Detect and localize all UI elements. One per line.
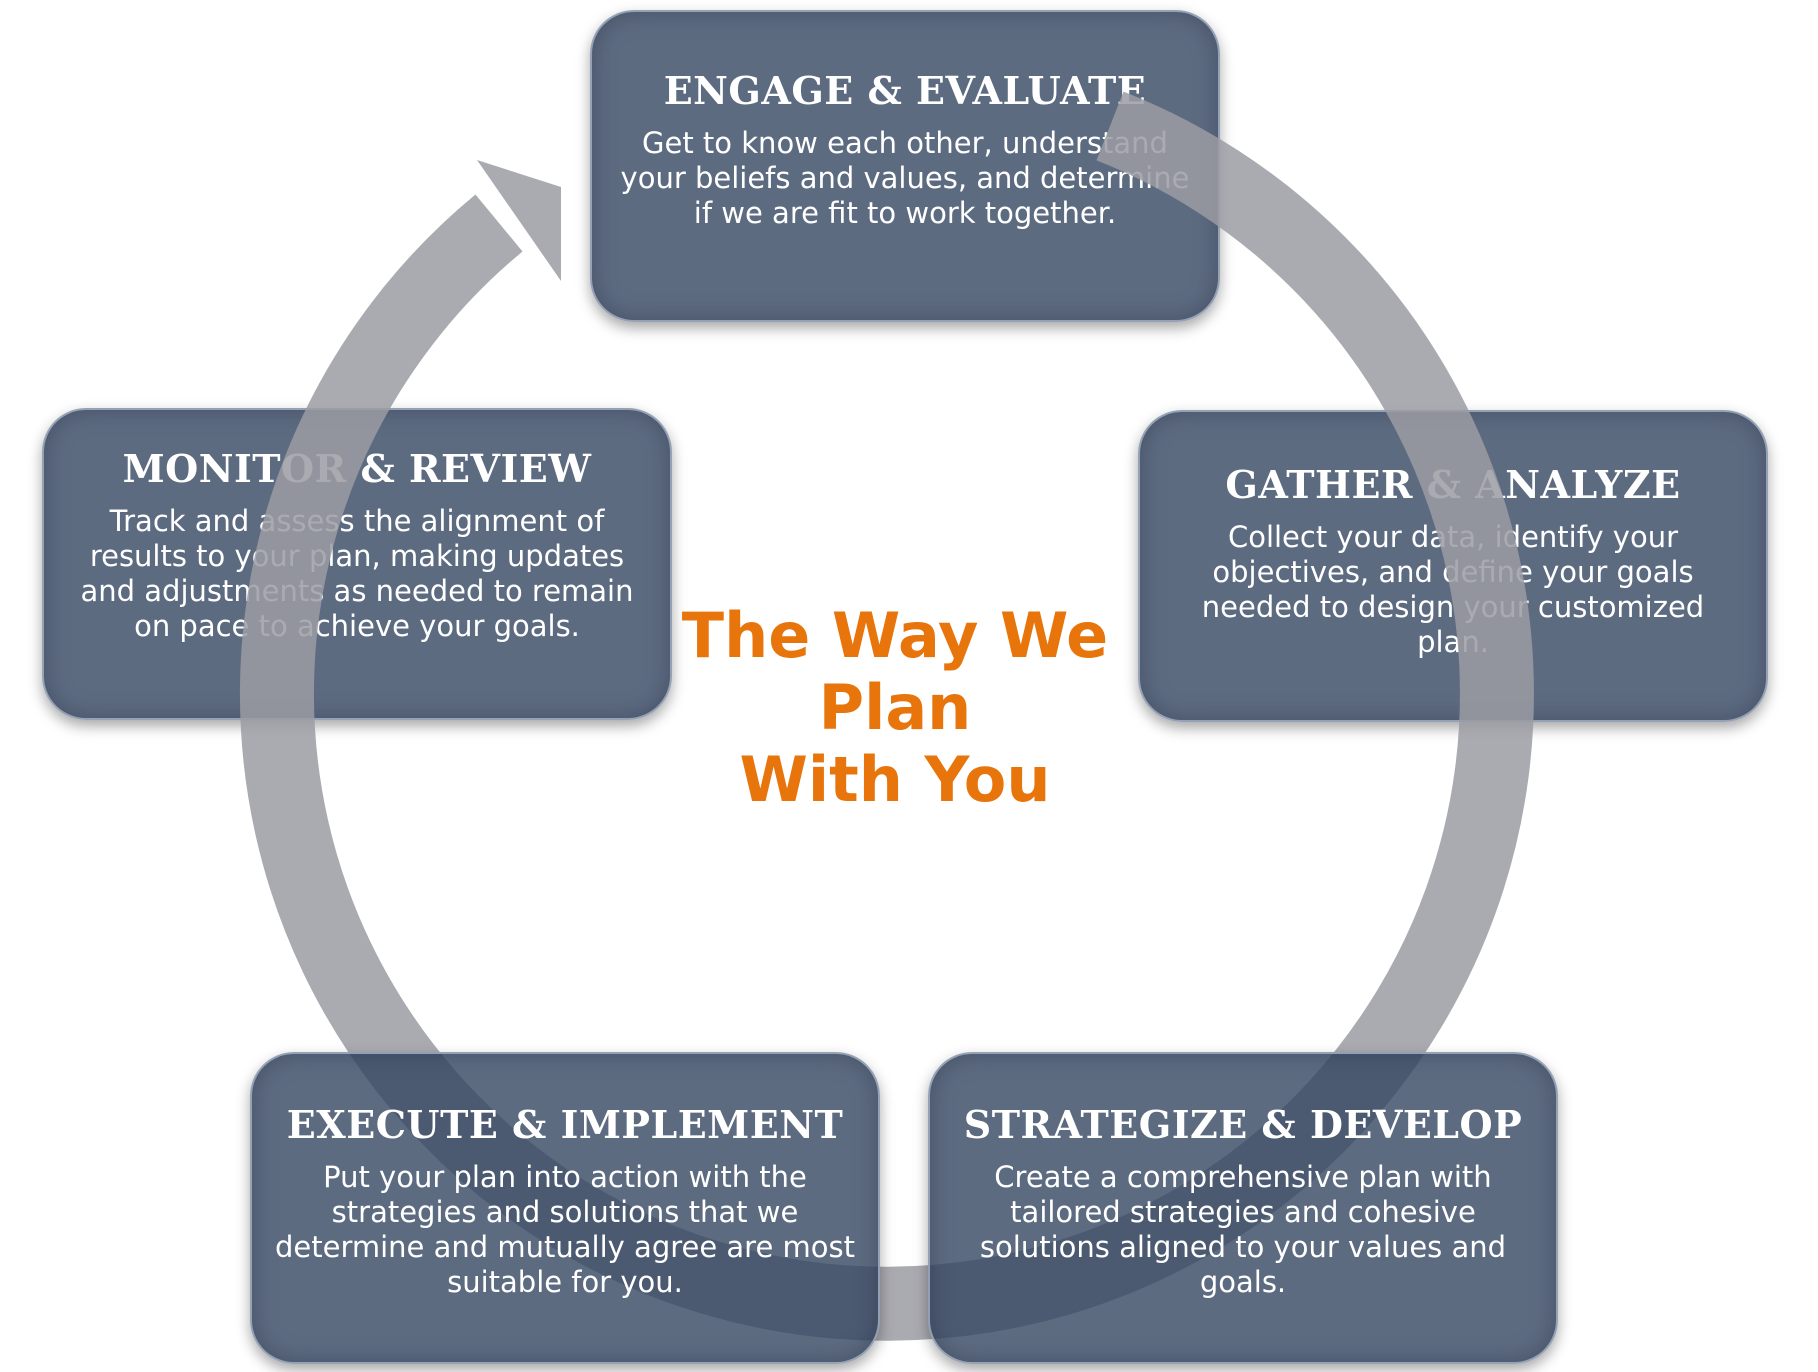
- stage-strategize-develop: STRATEGIZE & DEVELOP Create a comprehens…: [928, 1052, 1558, 1364]
- center-title-line: The Way We: [681, 599, 1109, 672]
- stage-description: Track and assess the alignment of result…: [80, 504, 634, 643]
- center-title: The Way We Plan With You: [600, 600, 1190, 816]
- stage-title: EXECUTE & IMPLEMENT: [286, 1102, 844, 1147]
- stage-description: Put your plan into action with the strat…: [275, 1160, 855, 1299]
- stage-title: ENGAGE & EVALUATE: [663, 68, 1147, 113]
- cycle-arrowhead-icon: [477, 160, 561, 281]
- stage-description: Create a comprehensive plan with tailore…: [979, 1160, 1507, 1299]
- stage-description: Get to know each other, understand your …: [620, 126, 1190, 230]
- stage-execute-implement: EXECUTE & IMPLEMENT Put your plan into a…: [250, 1052, 880, 1364]
- center-title-line: Plan: [818, 671, 972, 744]
- center-title-line: With You: [739, 743, 1051, 816]
- stage-title: STRATEGIZE & DEVELOP: [963, 1102, 1523, 1147]
